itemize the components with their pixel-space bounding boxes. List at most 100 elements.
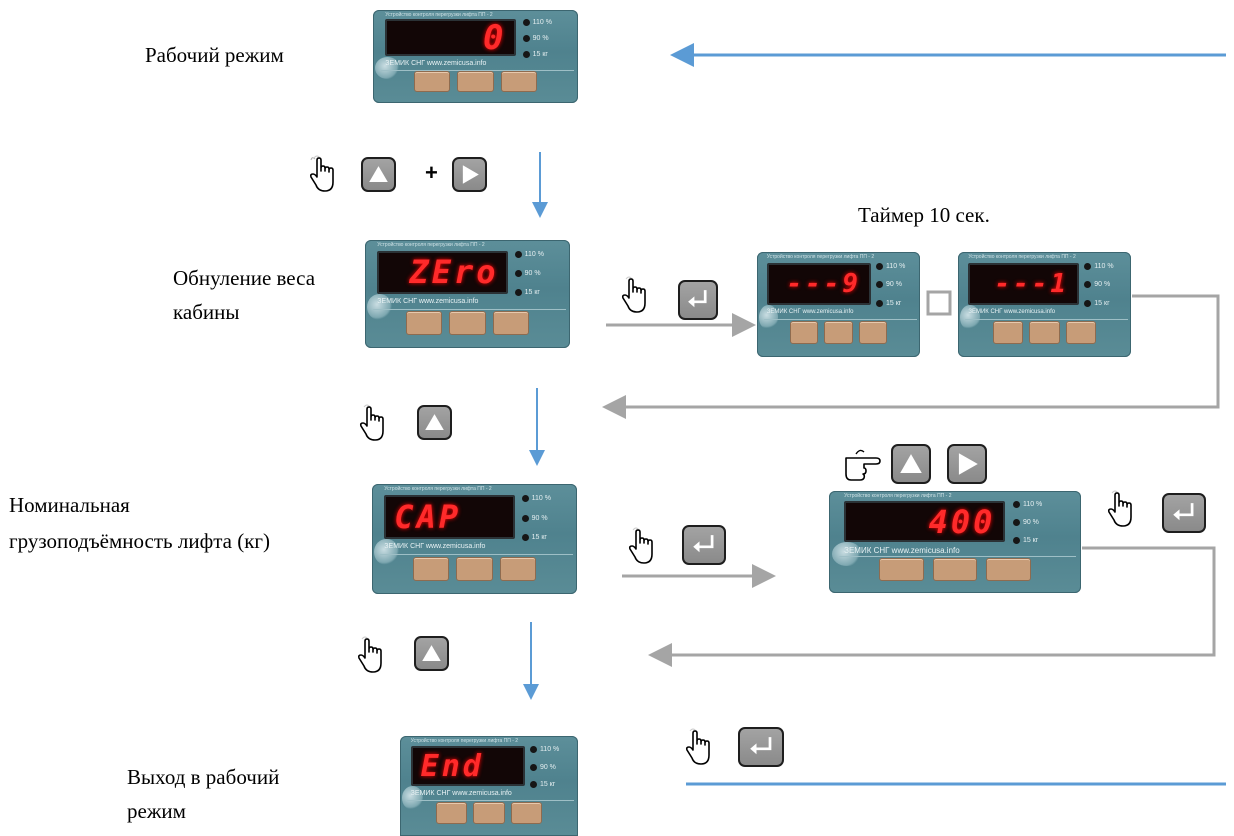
panel-up-button: [414, 71, 451, 92]
led-indicators: 110 % 90 % 15 кг: [1084, 262, 1129, 307]
panel-enter-button: [499, 556, 536, 581]
panel-caption: Устройство контроля перегрузки лифта ПП …: [410, 738, 519, 743]
display-screen: ---9: [766, 262, 872, 305]
panel-brand: ЗЕМИК СНГ www.zemicusa.info: [385, 60, 487, 68]
led-indicators: 110 % 90 % 15 кг: [529, 746, 576, 788]
enter-key-icon: [738, 727, 784, 767]
panel-up-button: [406, 311, 443, 336]
panel-enter-button: [858, 321, 888, 345]
panel-zero: Устройство контроля перегрузки лифта ПП …: [365, 240, 570, 348]
panel-capacity: Устройство контроля перегрузки лифта ПП …: [372, 484, 577, 594]
company-logo-icon: [758, 304, 779, 330]
display-digits: ---9: [786, 268, 862, 299]
led-label-15: 15 кг: [539, 781, 556, 788]
led-label-15: 15 кг: [532, 51, 548, 59]
company-logo-icon: [831, 542, 862, 567]
led-label-90: 90 %: [885, 281, 902, 289]
panel-caption: Устройство контроля перегрузки лифта ПП …: [766, 254, 875, 260]
led-indicators: 110 % 90 % 15 кг: [875, 262, 918, 307]
label-capacity-line1: Номинальная: [9, 493, 130, 517]
led-label-110: 110 %: [1022, 501, 1043, 509]
display-digits: 400: [928, 502, 996, 541]
panel-capacity-value: Устройство контроля перегрузки лифта ПП …: [829, 491, 1081, 593]
led-label-15: 15 кг: [1094, 299, 1110, 307]
led-label-90: 90 %: [1022, 519, 1039, 527]
panel-right-button: [1029, 321, 1060, 345]
led-label-90: 90 %: [532, 35, 549, 43]
display-digits: 0: [483, 17, 507, 58]
led-label-110: 110 %: [539, 746, 560, 753]
led-label-110: 110 %: [524, 250, 544, 258]
panel-right-button: [932, 558, 978, 581]
panel-timer-end: Устройство контроля перегрузки лифта ПП …: [958, 252, 1131, 357]
enter-key-icon: [678, 280, 718, 320]
panel-caption: Устройство контроля перегрузки лифта ПП …: [377, 242, 485, 248]
display-screen: ---1: [968, 262, 1080, 305]
led-label-15: 15 кг: [524, 289, 540, 297]
label-work-mode: Рабочий режим: [145, 43, 284, 67]
led-indicators: 110 % 90 % 15 кг: [1012, 501, 1079, 544]
panel-timer-start: Устройство контроля перегрузки лифта ПП …: [757, 252, 920, 357]
led-label-90: 90 %: [1094, 281, 1111, 289]
pointing-hand-icon: [309, 155, 334, 192]
led-indicators: 110 % 90 % 15 кг: [522, 19, 576, 59]
panel-right-button: [456, 556, 493, 581]
panel-brand: ЗЕМИК СНГ www.zemicusa.info: [410, 790, 512, 797]
pointing-hand-icon: [685, 728, 710, 765]
led-label-110: 110 %: [531, 495, 551, 502]
display-screen: ZEro: [377, 250, 509, 294]
panel-caption: Устройство контроля перегрузки лифта ПП …: [968, 254, 1076, 260]
panel-brand: ЗЕМИК СНГ www.zemicusa.info: [384, 543, 486, 551]
display-screen: 400: [844, 501, 1006, 542]
display-screen: CAP: [384, 495, 516, 539]
led-label-90: 90 %: [531, 514, 548, 522]
pointing-hand-icon: [357, 636, 382, 673]
led-indicators: 110 % 90 % 15 кг: [514, 250, 568, 297]
company-logo-icon: [375, 56, 400, 79]
company-logo-icon: [959, 304, 981, 330]
pointing-hand-side-icon: [845, 449, 881, 481]
panel-caption: Устройство контроля перегрузки лифта ПП …: [844, 493, 952, 499]
display-digits: CAP: [394, 498, 462, 536]
led-label-15: 15 кг: [885, 299, 902, 307]
enter-key-icon: [1162, 493, 1206, 533]
panel-brand: ЗЕМИК СНГ www.zemicusa.info: [377, 298, 479, 306]
right-key-icon: [452, 157, 487, 192]
panel-enter-button: [1065, 321, 1097, 345]
panel-brand: ЗЕМИК СНГ www.zemicusa.info: [844, 546, 960, 556]
led-indicators: 110 % 90 % 15 кг: [521, 495, 575, 542]
led-label-110: 110 %: [532, 19, 552, 27]
up-key-icon: [891, 444, 931, 484]
timer-return-path: [602, 294, 1220, 419]
panel-up-button: [992, 321, 1024, 345]
panel-caption: Устройство контроля перегрузки лифта ПП …: [385, 11, 493, 17]
panel-right-button: [824, 321, 853, 345]
led-label-110: 110 %: [1094, 262, 1114, 270]
led-label-15: 15 кг: [1022, 537, 1039, 544]
label-exit-line2: режим: [127, 799, 186, 823]
label-capacity-line2: грузоподъёмность лифта (кг): [9, 529, 271, 553]
led-label-90: 90 %: [524, 269, 541, 277]
right-key-icon: [947, 444, 987, 484]
panel-caption: Устройство контроля перегрузки лифта ПП …: [384, 486, 492, 492]
panel-brand: ЗЕМИК СНГ www.zemicusa.info: [968, 308, 1056, 315]
display-digits: ZEro: [409, 253, 499, 292]
panel-up-button: [435, 802, 467, 824]
led-label-110: 110 %: [885, 262, 906, 270]
pointing-hand-icon: [621, 276, 646, 313]
capacity-return-path: [648, 546, 1216, 667]
label-exit-line1: Выход в рабочий: [127, 765, 280, 789]
company-logo-icon: [401, 786, 424, 810]
up-key-icon: [361, 157, 396, 192]
pointing-hand-icon: [628, 527, 653, 564]
panel-enter-button: [492, 311, 529, 336]
panel-enter-button: [986, 558, 1031, 581]
label-timer: Таймер 10 сек.: [858, 203, 990, 227]
pointing-hand-icon: [1107, 490, 1132, 527]
label-zero-line1: Обнуление веса: [173, 266, 316, 290]
panel-enter-button: [500, 71, 537, 92]
company-logo-icon: [374, 539, 399, 566]
pointing-hand-icon: [359, 404, 384, 441]
panel-up-button: [879, 558, 924, 581]
